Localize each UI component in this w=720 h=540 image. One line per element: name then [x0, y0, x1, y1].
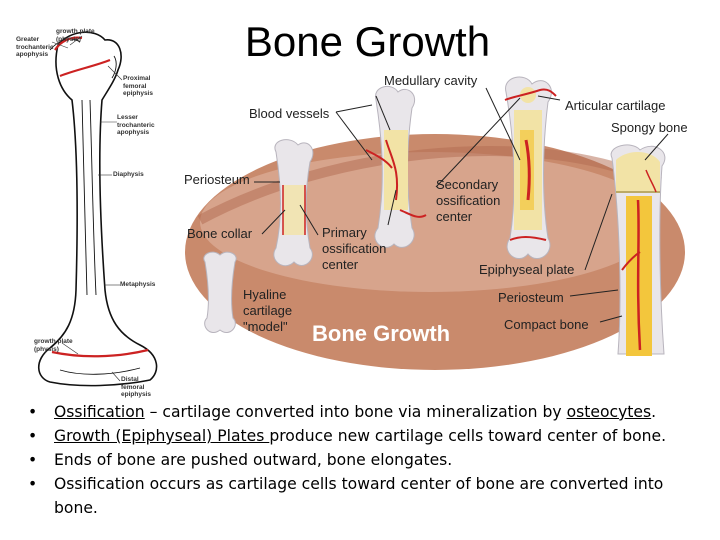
proximal-femoral-label: Proximal femoral epiphysis	[123, 75, 153, 97]
primary-ossification-label: Primary ossification center	[322, 225, 387, 272]
diagram-leader-lines	[254, 87, 669, 323]
femur-diagram	[37, 31, 158, 387]
bullet-item: •Growth (Epiphyseal) Plates produce new …	[28, 427, 667, 445]
bullet-item: •Ossification – cartilage converted into…	[28, 403, 657, 421]
growth-plate-top-label: growth plate (physis)	[56, 28, 95, 43]
bullet-list: •Ossification – cartilage converted into…	[28, 400, 708, 520]
stage-hyaline-cartilage	[203, 251, 237, 333]
distal-femoral-label: Distal femoral epiphysis	[121, 376, 151, 398]
lesser-trochanteric-label: Lesser trochanteric apophysis	[117, 114, 155, 136]
femur-leader-lines	[51, 35, 123, 382]
stage-mature-bone	[610, 144, 666, 356]
periosteum-left-label: Periosteum	[184, 172, 250, 187]
background-ellipse	[185, 134, 685, 370]
growth-plate-bottom-label: growth plate (physis)	[34, 338, 73, 353]
epiphyseal-plate-label: Epiphyseal plate	[479, 262, 575, 277]
hyaline-cartilage-label: Hyaline cartilage "model"	[243, 287, 293, 334]
slide-title: Bone Growth	[244, 18, 491, 65]
medullary-cavity-label: Medullary cavity	[384, 73, 478, 88]
growth-arrow	[197, 145, 642, 225]
femur-growth-plates	[51, 36, 149, 358]
blood-vessels-label: Blood vessels	[249, 106, 330, 121]
periosteum-right-label: Periosteum	[498, 290, 564, 305]
greater-trochanteric-label: Greater trochanteric apophysis	[16, 36, 54, 58]
bullet-item: •Ossification occurs as cartilage cells …	[28, 475, 664, 517]
stage-primary-ossification	[365, 85, 427, 248]
diaphysis-label: Diaphysis	[113, 171, 144, 178]
ellipse-highlight	[200, 152, 660, 292]
articular-cartilage-label: Articular cartilage	[565, 98, 666, 113]
bullet-item: •Ends of bone are pushed outward, bone e…	[28, 451, 453, 469]
secondary-ossification-label: Secondary ossification center	[436, 177, 501, 224]
stage-bone-collar	[273, 139, 314, 267]
bone-collar-label: Bone collar	[187, 226, 253, 241]
stage-secondary-ossification	[504, 76, 557, 260]
spongy-bone-label: Spongy bone	[611, 120, 688, 135]
compact-bone-label: Compact bone	[504, 317, 589, 332]
diagram-banner: Bone Growth	[312, 321, 451, 346]
metaphysis-label: Metaphysis	[120, 281, 156, 288]
